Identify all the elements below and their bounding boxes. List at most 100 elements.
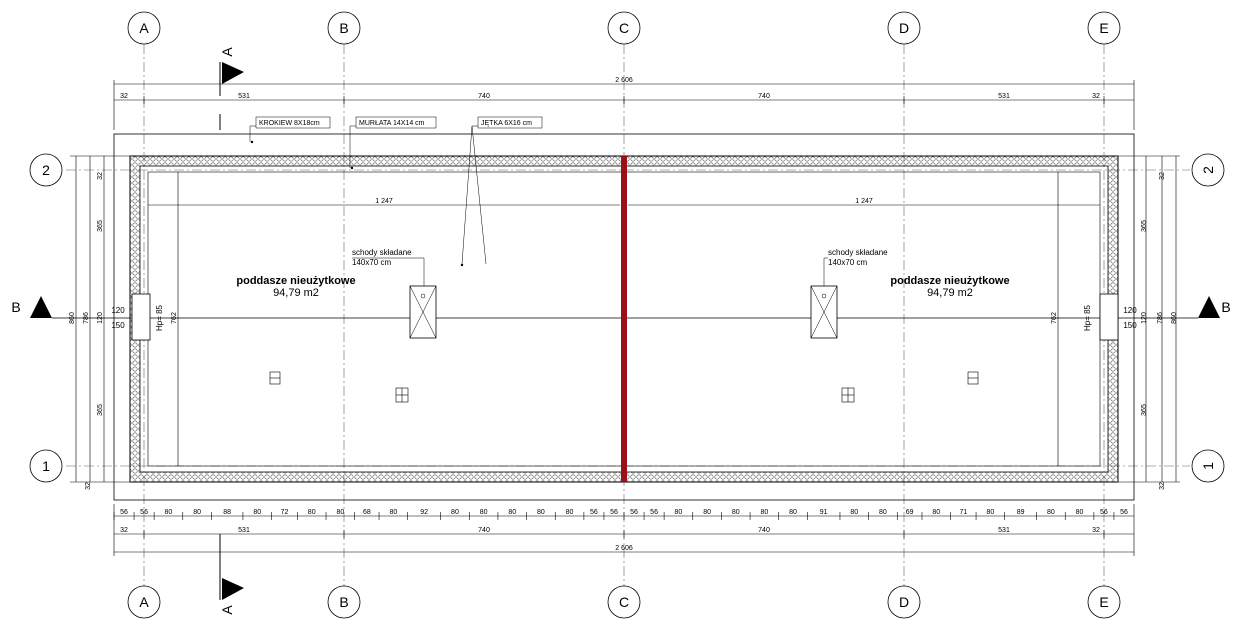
rafter-dim: 88 <box>223 509 231 516</box>
rafter-dim: 92 <box>420 509 428 516</box>
axis-bubble-c-top: C <box>607 11 641 45</box>
overall-dim-bottom: 2 606 <box>615 545 633 552</box>
svg-text:A: A <box>139 594 149 610</box>
inner-width-right: 1 247 <box>855 198 873 205</box>
section-b-right: B <box>1198 296 1231 318</box>
rafter-dim: 80 <box>193 509 201 516</box>
svg-text:C: C <box>619 594 629 610</box>
section-arrow-icon <box>222 62 244 84</box>
inner-dims <box>148 172 1100 466</box>
axis-bubble-1-left: 1 <box>29 449 63 483</box>
section-arrow-icon <box>222 578 244 600</box>
folding-stairs-left <box>409 285 437 339</box>
rafter-dim: 56 <box>630 509 638 516</box>
bay-dim-bottom: 32 <box>1092 527 1100 534</box>
rafter-dim: 56 <box>1100 509 1108 516</box>
svg-text:B: B <box>11 299 20 315</box>
svg-text:2: 2 <box>42 162 50 178</box>
axis-bubble-e-top: E <box>1087 11 1121 45</box>
rafter-dim: 80 <box>675 509 683 516</box>
rafter-dim: 80 <box>537 509 545 516</box>
svg-text:2: 2 <box>1200 166 1216 174</box>
svg-text:D: D <box>899 20 909 36</box>
rafter-dim: 80 <box>508 509 516 516</box>
axis-bubble-b-top: B <box>327 11 361 45</box>
bay-dim-bottom: 32 <box>120 527 128 534</box>
vertical-dim-left: 120 <box>97 312 104 324</box>
jetka-label: JĘTKA 6X16 cm <box>481 120 532 127</box>
right-dimensions <box>1118 155 1180 483</box>
rafter-dim: 80 <box>1047 509 1055 516</box>
rafter-dim: 56 <box>590 509 598 516</box>
vertical-dim-right: 32 <box>1159 172 1166 180</box>
firewall <box>621 156 627 482</box>
stairs-size-right: 140x70 cm <box>828 258 867 267</box>
bay-dim-top: 740 <box>478 93 490 100</box>
rafter-dim: 80 <box>1076 509 1084 516</box>
rafter-dim: 80 <box>253 509 261 516</box>
stairs-label-left: schody składane <box>352 248 412 257</box>
rafter-dim: 56 <box>120 509 128 516</box>
krokiew-label: KROKIEW 8X18cm <box>259 120 320 127</box>
vertical-total-left: 860 <box>69 312 76 324</box>
section-a-bottom: A <box>219 534 244 615</box>
end-dim: 150 <box>111 321 125 330</box>
vertical-mid-right: 786 <box>1157 312 1164 324</box>
svg-text:E: E <box>1099 594 1108 610</box>
rafter-dim: 80 <box>165 509 173 516</box>
axis-bubble-d-bottom: D <box>887 585 921 619</box>
rafter-dim: 80 <box>732 509 740 516</box>
vertical-total-right: 860 <box>1171 312 1178 324</box>
axis-bubble-2-right: 2 <box>1191 153 1225 187</box>
svg-text:B: B <box>339 594 348 610</box>
section-arrow-icon <box>30 296 52 318</box>
axis-bubble-e-bottom: E <box>1087 585 1121 619</box>
svg-text:A: A <box>219 47 235 57</box>
rafter-dim: 80 <box>566 509 574 516</box>
vent-symbols <box>269 371 979 403</box>
section-a-top: A <box>219 47 244 130</box>
room-area-left: 94,79 m2 <box>273 287 319 299</box>
axis-bubble-d-top: D <box>887 11 921 45</box>
bay-dim-bottom: 740 <box>758 527 770 534</box>
svg-text:1: 1 <box>42 458 50 474</box>
rafter-dim: 80 <box>451 509 459 516</box>
rafter-dim: 80 <box>703 509 711 516</box>
leader-labels: KROKIEW 8X18cm MURŁATA 14X14 cm JĘTKA 6X… <box>249 116 543 267</box>
rafter-dim: 80 <box>389 509 397 516</box>
vertical-dim-right: 365 <box>1141 404 1148 416</box>
inner-width-left: 1 247 <box>375 198 393 205</box>
rafter-dim: 80 <box>760 509 768 516</box>
section-b-left: B <box>11 296 52 318</box>
room-area-right: 94,79 m2 <box>927 287 973 299</box>
vertical-mid-left: 786 <box>83 312 90 324</box>
bay-dim-top: 531 <box>238 93 250 100</box>
axis-bubble-a-top: A <box>127 11 161 45</box>
bay-dim-bottom: 740 <box>478 527 490 534</box>
top-dimensions <box>113 80 1135 130</box>
inner-height-left: 762 <box>171 312 178 324</box>
section-arrow-icon <box>1198 296 1220 318</box>
rafter-dim: 56 <box>610 509 618 516</box>
vertical-dim-right: 365 <box>1141 220 1148 232</box>
rafter-dim: 80 <box>336 509 344 516</box>
room-name-left: poddasze nieużytkowe <box>236 275 355 287</box>
bay-dim-top: 531 <box>998 93 1010 100</box>
axis-bubble-c-bottom: C <box>607 585 641 619</box>
rafter-dim: 80 <box>879 509 887 516</box>
axis-bubble-2-left: 2 <box>29 153 63 187</box>
vertical-dim-left: 365 <box>97 220 104 232</box>
svg-text:A: A <box>139 20 149 36</box>
vertical-dim-left: 32 <box>85 482 92 490</box>
end-dim: 120 <box>1123 306 1137 315</box>
row-bubbles: 2 1 2 1 <box>29 153 1225 483</box>
rafter-dim: 80 <box>308 509 316 516</box>
gable-window-right <box>1099 293 1119 341</box>
rafter-dim: 80 <box>986 509 994 516</box>
column-bubbles-top: A B C D E <box>127 11 1121 45</box>
end-dim: 150 <box>1123 321 1137 330</box>
svg-text:C: C <box>619 20 629 36</box>
rafter-dim: 72 <box>281 509 289 516</box>
bay-dim-top: 740 <box>758 93 770 100</box>
